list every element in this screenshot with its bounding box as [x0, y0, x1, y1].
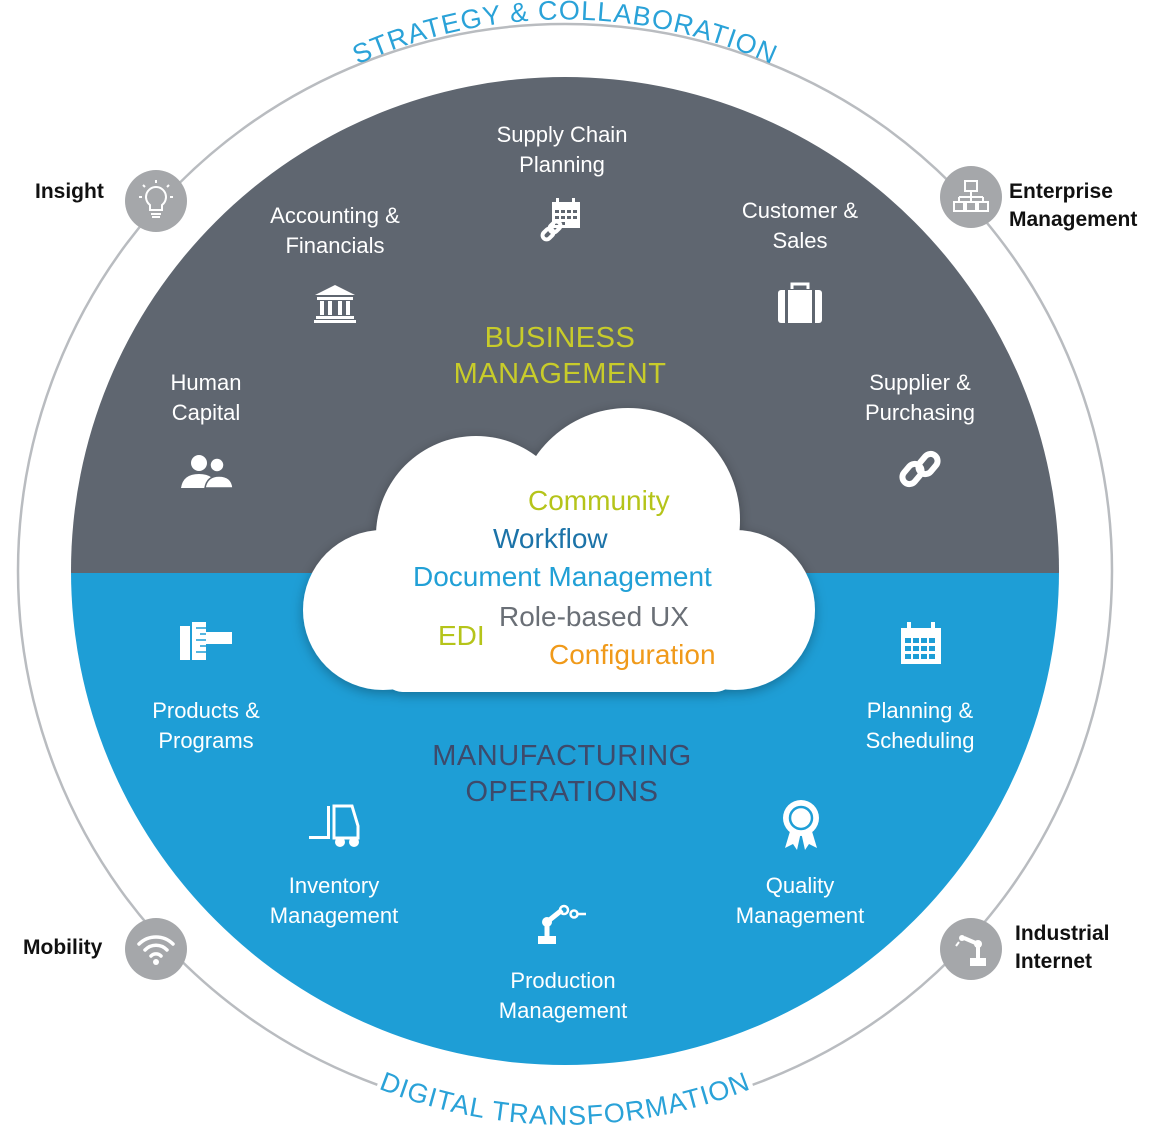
supply-chain-label: Supply Chain Planning [497, 120, 628, 180]
business-management-title: BUSINESS MANAGEMENT [454, 320, 667, 392]
ring-bottom-label: DIGITAL TRANSFORMATION [376, 1066, 754, 1131]
calendar-icon [901, 622, 941, 664]
cloud-workflow: Workflow [493, 523, 608, 554]
customer-line1: Customer & [741, 198, 859, 223]
inventory-label: Inventory Management [270, 871, 398, 931]
cloud-document-management: Document Management [413, 561, 712, 592]
production-line2: Management [498, 998, 628, 1023]
enterprise-management-label: Enterprise Management [1009, 178, 1137, 234]
supplier-line2: Purchasing [864, 400, 976, 425]
ruler-icon [180, 622, 232, 660]
quality-label: Quality Management [736, 871, 864, 931]
industrial-label-line1: Industrial [1015, 922, 1110, 945]
enterprise-label-line2: Management [1009, 208, 1138, 231]
robot-arm-icon [955, 935, 986, 966]
robot-arm-icon [538, 904, 586, 944]
business-title-line2: MANAGEMENT [453, 358, 667, 390]
business-title-line1: BUSINESS [484, 322, 636, 354]
enterprise-label-line1: Enterprise [1009, 180, 1113, 203]
wifi-icon [137, 935, 175, 965]
cloud-configuration: Configuration [549, 639, 716, 670]
bank-icon [314, 285, 356, 323]
human-capital-line1: Human [170, 370, 242, 395]
insight-node [125, 170, 187, 232]
org-chart-icon [953, 180, 989, 212]
mobility-label: Mobility [23, 936, 103, 959]
industrial-internet-node [940, 918, 1002, 980]
ring-label-gap [358, 26, 772, 74]
planning-line1: Planning & [866, 698, 974, 723]
cloud-shape [303, 408, 815, 692]
lightbulb-icon [139, 180, 173, 218]
accounting-label: Accounting & Financials [270, 201, 400, 261]
human-capital-label: Human Capital [171, 368, 242, 428]
products-line1: Products & [152, 698, 260, 723]
cloud-role-based-ux: Role-based UX [499, 601, 689, 632]
supplier-line1: Supplier & [869, 370, 971, 395]
planning-label: Planning & Scheduling [866, 696, 975, 756]
insight-label: Insight [35, 180, 104, 203]
quality-line1: Quality [765, 873, 835, 898]
supply-chain-line1: Supply Chain [496, 122, 628, 147]
supplier-label: Supplier & Purchasing [865, 368, 975, 428]
human-capital-line2: Capital [171, 400, 241, 425]
inventory-line1: Inventory [288, 873, 380, 898]
forklift-icon [309, 804, 360, 847]
chain-link-icon [899, 450, 941, 488]
cloud-community: Community [528, 485, 670, 516]
products-label: Products & Programs [152, 696, 260, 756]
accounting-line2: Financials [285, 233, 385, 258]
ring-label-gap [376, 1079, 754, 1120]
award-ribbon-icon [783, 800, 819, 850]
production-label: Production Management [499, 966, 627, 1026]
cloud-edi: EDI [438, 620, 485, 651]
accounting-line1: Accounting & [270, 203, 400, 228]
manufacturing-title-line1: MANUFACTURING [432, 740, 692, 772]
supply-chain-line2: Planning [519, 152, 605, 177]
quality-line2: Management [735, 903, 865, 928]
customer-label: Customer & Sales [742, 196, 858, 256]
briefcase-icon [778, 282, 822, 323]
manufacturing-operations-title: MANUFACTURING OPERATIONS [432, 738, 691, 810]
calendar-link-icon [540, 198, 580, 242]
industrial-internet-label: Industrial Internet [1015, 920, 1110, 976]
customer-line2: Sales [772, 228, 828, 253]
products-line2: Programs [158, 728, 254, 753]
production-line1: Production [510, 968, 616, 993]
ring-top-label: STRATEGY & COLLABORATION [348, 0, 782, 70]
manufacturing-title-line2: OPERATIONS [465, 776, 659, 808]
people-icon [181, 455, 234, 489]
industrial-label-line2: Internet [1015, 950, 1093, 973]
planning-line2: Scheduling [865, 728, 975, 753]
inventory-line2: Management [269, 903, 399, 928]
enterprise-management-node [940, 166, 1002, 228]
mobility-node [125, 918, 187, 980]
